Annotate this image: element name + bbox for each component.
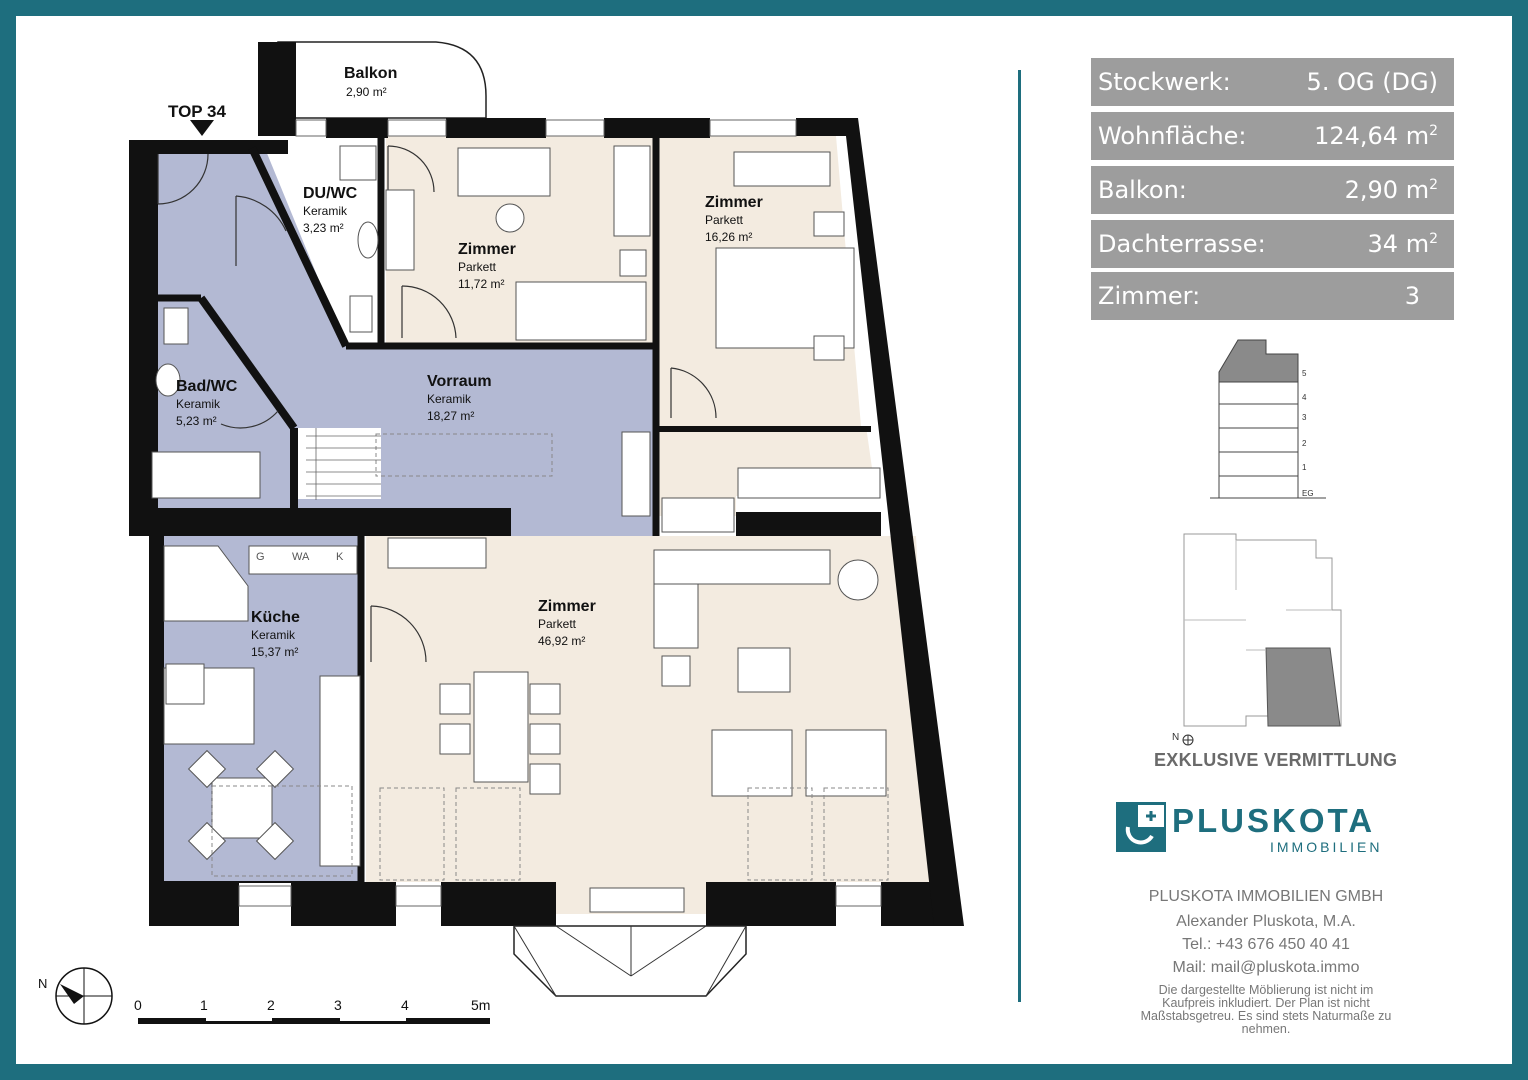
interior-walls [158,138,660,883]
site-plan: N [1172,533,1342,746]
svg-text:2,90 m²: 2,90 m² [346,85,387,99]
info-row-balkon: Balkon: 2,90 m2 [1091,166,1454,214]
plan-sheet: TOP 34 Balkon 2,90 m² DU/WC Keramik 3,23… [16,16,1512,1064]
room-label-zimmer-46: Zimmer Parkett 46,92 m² [538,598,596,648]
room-label-du-wc: DU/WC Keramik 3,23 m² [303,185,358,235]
pluskota-logo-icon [1116,802,1166,852]
north-label: N [38,976,47,991]
svg-text:5: 5 [1302,369,1307,378]
svg-text:1: 1 [200,997,208,1013]
svg-text:Parkett: Parkett [705,213,744,227]
svg-text:4: 4 [1302,393,1307,402]
svg-text:Keramik: Keramik [251,628,296,642]
svg-text:EG: EG [1302,489,1314,498]
svg-text:Parkett: Parkett [458,260,497,274]
room-label-vorraum: Vorraum Keramik 18,27 m² [427,373,492,423]
furniture [151,145,887,913]
bay-window [513,925,747,997]
dining-set [187,749,295,861]
vertical-divider [1018,70,1021,1002]
appliance-label-g: G [256,551,265,563]
doors [157,145,717,663]
bay-window-lines [513,925,747,997]
brand-sub: IMMOBILIEN [1270,839,1383,855]
svg-text:0: 0 [134,997,142,1013]
svg-text:Zimmer: Zimmer [538,598,596,615]
room-label-zimmer-11: Zimmer Parkett 11,72 m² [458,241,516,291]
walls [129,42,964,926]
scale-bar: 0 1 2 3 4 5m [134,997,490,1024]
info-row-wohnflaeche: Wohnfläche: 124,64 m2 [1091,112,1454,160]
svg-text:4: 4 [401,997,409,1013]
svg-text:2: 2 [1302,439,1307,448]
svg-text:Keramik: Keramik [176,397,221,411]
svg-text:Balkon: Balkon [344,65,397,82]
unit-label: TOP 34 [168,102,227,121]
svg-text:46,92 m²: 46,92 m² [538,634,585,648]
svg-text:Keramik: Keramik [427,392,472,406]
building-elevation: 5 4 3 2 1 EG [1210,339,1326,499]
appliance-label-k: K [336,551,344,563]
brand-name: PLUSKOTA [1172,802,1376,839]
svg-text:Parkett: Parkett [538,617,577,631]
info-row-dachterrasse: Dachterrasse: 34 m2 [1091,220,1454,268]
svg-text:Zimmer: Zimmer [458,241,516,258]
info-row-stockwerk: Stockwerk: 5. OG (DG) [1091,58,1454,106]
svg-text:Bad/WC: Bad/WC [176,378,238,395]
svg-text:Zimmer: Zimmer [705,194,763,211]
svg-text:2: 2 [267,997,275,1013]
floor-wood-zimmer-46 [366,536,934,914]
info-row-zimmer: Zimmer: 3 [1091,272,1454,320]
floor-blue-wet [146,146,656,536]
north-arrow-icon [55,967,113,1025]
svg-text:3: 3 [1302,413,1307,422]
floor-plan: TOP 34 Balkon 2,90 m² DU/WC Keramik 3,23… [38,41,964,1025]
svg-text:16,26 m²: 16,26 m² [705,230,752,244]
svg-text:5m: 5m [471,997,490,1013]
svg-text:5,23 m²: 5,23 m² [176,414,217,428]
company-name: PLUSKOTA IMMOBILIEN GMBH [1148,888,1384,905]
stairs [306,428,381,500]
svg-text:Keramik: Keramik [303,204,348,218]
contact-phone: Tel.: +43 676 450 40 41 [1182,936,1350,953]
room-label-balkon: Balkon 2,90 m² [344,65,397,99]
svg-text:Küche: Küche [251,609,300,626]
svg-text:11,72 m²: 11,72 m² [458,277,504,291]
contact-mail: Mail: mail@pluskota.immo [1172,959,1360,976]
dashed-outlines [211,433,889,881]
svg-text:Vorraum: Vorraum [427,373,492,390]
appliance-label-wa: WA [292,551,310,563]
svg-text:15,37 m²: 15,37 m² [251,645,298,659]
svg-text:3: 3 [334,997,342,1013]
svg-text:3,23 m²: 3,23 m² [303,221,344,235]
room-label-kueche: Küche Keramik 15,37 m² [251,609,300,659]
site-north-label: N [1172,732,1179,743]
contact-person: Alexander Pluskota, M.A. [1176,913,1356,930]
entrance-arrow-icon [190,120,214,136]
floor-white-stairs [296,428,381,499]
balcony-outline [277,41,487,119]
disclaimer: Die dargestellte Möblierung ist nicht im… [1140,983,1392,1036]
room-label-zimmer-16: Zimmer Parkett 16,26 m² [705,194,763,244]
svg-text:1: 1 [1302,463,1307,472]
svg-text:DU/WC: DU/WC [303,185,358,202]
exclusive-label: EXKLUSIVE VERMITTLUNG [1154,750,1398,770]
svg-text:18,27 m²: 18,27 m² [427,409,474,423]
windows [238,119,882,907]
room-label-bad-wc: Bad/WC Keramik 5,23 m² [176,378,238,428]
